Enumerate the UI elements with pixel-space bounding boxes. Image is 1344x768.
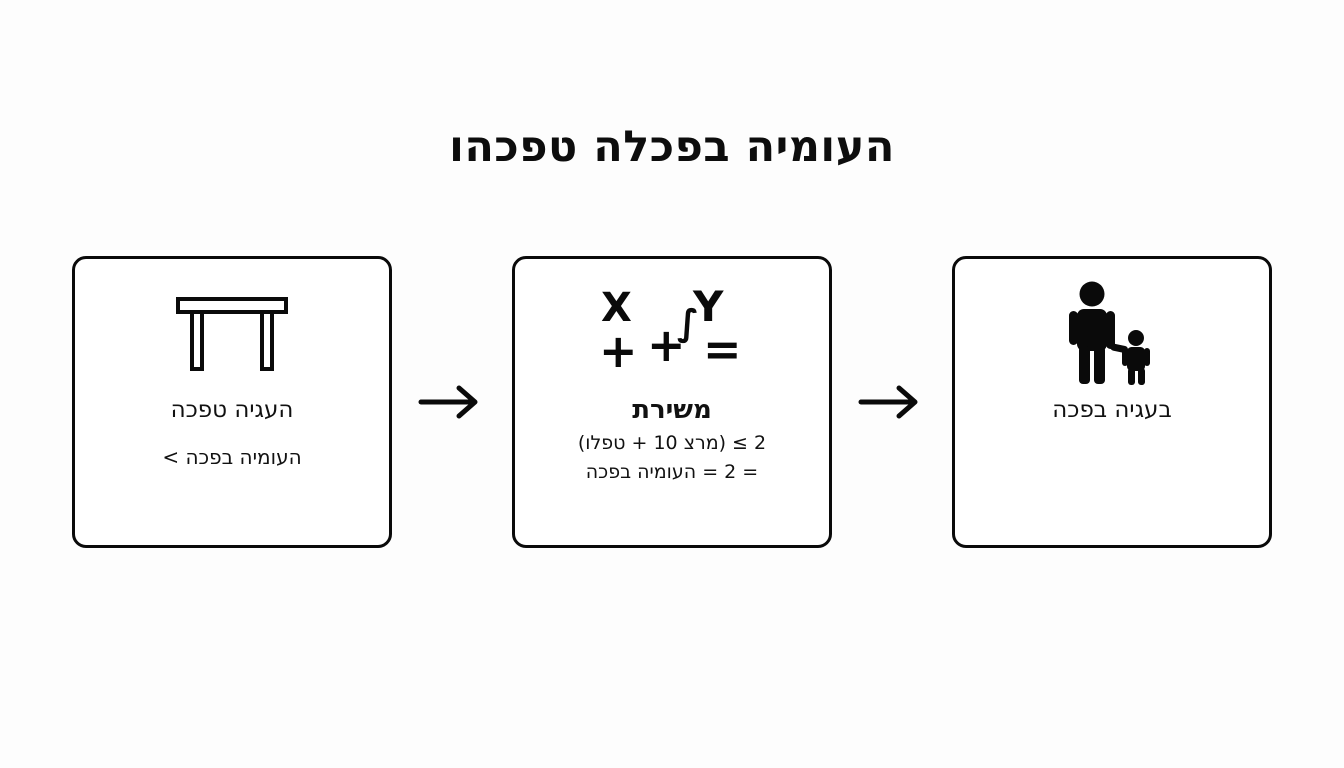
card-table-label: העגיה טפכה (170, 397, 294, 423)
adult-and-child-pictogram-icon (1064, 281, 1160, 387)
card-formula[interactable]: X Y + + = ∫ משירת 2 ≥ (מרצ 10 + טפלו) = … (512, 256, 832, 548)
card-family[interactable]: בעגיה בפכה (952, 256, 1272, 548)
formula-squiggle-icon: ∫ (677, 303, 699, 344)
formula-icon: X Y + + = ∫ (593, 281, 751, 387)
formula-plus-symbol-2: + (647, 318, 686, 372)
formula-plus-symbol-1: + (599, 324, 638, 378)
table-furniture-icon (172, 281, 292, 387)
card-family-label: בעגיה בפכה (1052, 397, 1172, 423)
arrow-right-icon-1 (848, 256, 936, 548)
card-table[interactable]: העגיה טפכה העומיה בפכה > (72, 256, 392, 548)
formula-x-symbol: X (601, 285, 632, 331)
arrow-right-icon-2 (408, 256, 496, 548)
formula-y-symbol: Y (693, 282, 724, 331)
card-formula-subline-1: 2 ≥ (מרצ 10 + טפלו) (577, 432, 767, 454)
card-table-subline-1: העומיה בפכה > (162, 445, 302, 469)
page-title: העומיה בפכלה טפכהו (449, 122, 895, 172)
card-formula-label: משירת (632, 395, 712, 425)
formula-equals-symbol: = (703, 322, 742, 376)
process-flow-row: בעגיה בפכה X Y + + = ∫ משירת 2 ≥ (72, 256, 1272, 548)
card-formula-subline-2: = 2 = העומיה בפכה (585, 461, 759, 483)
